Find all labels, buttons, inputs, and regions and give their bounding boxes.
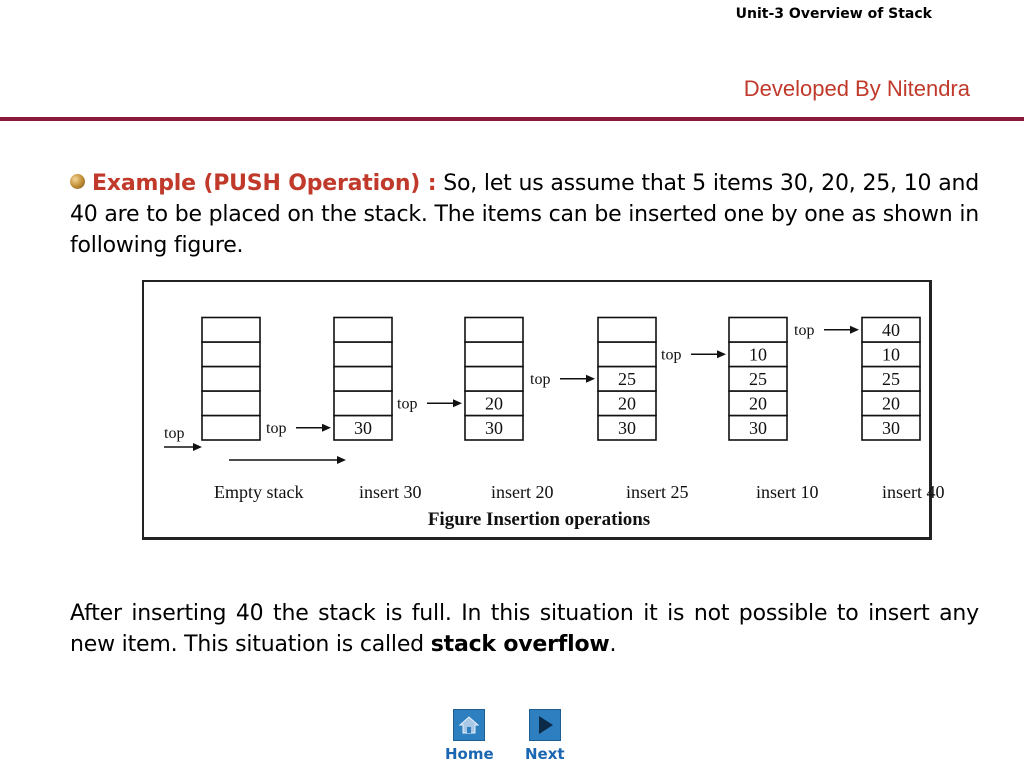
- stack-cell: [464, 390, 524, 417]
- stack-cell: [861, 316, 921, 343]
- stack-item-value: 10: [882, 345, 900, 365]
- overflow-paragraph: After inserting 40 the stack is full. In…: [70, 598, 979, 660]
- stack-item-value: 20: [882, 394, 900, 414]
- stack-item-value: 25: [618, 369, 636, 389]
- stack-item-value: 30: [749, 418, 767, 438]
- top-arrow-head: [453, 399, 462, 408]
- stack-item-value: 20: [618, 394, 636, 414]
- example-paragraph: Example (PUSH Operation) : So, let us as…: [70, 168, 979, 261]
- next-nav[interactable]: Next: [525, 709, 565, 763]
- top-arrow-head: [322, 423, 331, 432]
- overflow-body: After inserting 40 the stack is full. In…: [70, 601, 979, 657]
- stack-item-value: 25: [882, 369, 900, 389]
- bullet-icon: [70, 174, 85, 189]
- stack-cell: [728, 341, 788, 368]
- stack-item-value: 25: [749, 369, 767, 389]
- insertion-figure: Empty stack top 30 insert 30 top 30 20 insert 2…: [142, 280, 945, 540]
- top-label: top: [397, 395, 417, 412]
- slide-unit-title: Unit-3 Overview of Stack: [735, 6, 932, 22]
- stack-diagram: Empty stack top 30 insert 30 top 30 20 insert 2…: [164, 316, 945, 530]
- top-arrow-head: [193, 443, 202, 451]
- stack-item-value: 10: [749, 345, 767, 365]
- top-arrow-head: [850, 325, 859, 334]
- stack-label: insert 25: [626, 482, 689, 502]
- home-icon[interactable]: [453, 709, 486, 741]
- stack-cell: [333, 365, 393, 392]
- stack-item-value: 30: [485, 418, 503, 438]
- stack-item-value: 30: [882, 418, 900, 438]
- stack-cell: [464, 414, 524, 441]
- stack-item-value: 20: [485, 394, 503, 414]
- top-label: top: [661, 346, 681, 363]
- stack-cell: [464, 316, 524, 343]
- stack-cell: [597, 365, 657, 392]
- stack-item-value: 30: [354, 418, 372, 438]
- stack-label: insert 10: [756, 482, 819, 502]
- stack-cell: [728, 316, 788, 343]
- stack-cell: [597, 390, 657, 417]
- author-credit: Developed By Nitendra: [743, 76, 970, 101]
- stack-cell: [728, 365, 788, 392]
- overflow-term: stack overflow: [430, 632, 610, 657]
- stack-label: insert 20: [491, 482, 554, 502]
- stack-cell: [861, 365, 921, 392]
- home-nav[interactable]: Home: [445, 709, 494, 763]
- stack-cell: [333, 341, 393, 368]
- top-arrow-head: [717, 350, 726, 359]
- stack-cell: [597, 316, 657, 343]
- transition-arrow-head: [337, 456, 346, 464]
- stack-label: insert 30: [359, 482, 422, 502]
- stack-cell: [861, 341, 921, 368]
- stack-cell: [201, 414, 261, 441]
- stack-label: insert 40: [882, 482, 945, 502]
- stack-label: Empty stack: [214, 482, 303, 502]
- stack-item-value: 40: [882, 320, 900, 340]
- stack-cell: [728, 390, 788, 417]
- top-arrow-head: [586, 374, 595, 383]
- stack-item-value: 20: [749, 394, 767, 414]
- top-label: top: [164, 425, 184, 442]
- example-body: So, let us assume that 5 items 30, 20, 2…: [70, 171, 980, 258]
- top-label: top: [794, 322, 814, 339]
- play-arrow-icon[interactable]: [528, 709, 561, 741]
- stack-cell: [201, 390, 261, 417]
- stack-cell: [333, 316, 393, 343]
- stack-cell: [201, 316, 261, 343]
- figure-caption: Figure Insertion operations: [428, 509, 650, 530]
- stack-cell: [728, 414, 788, 441]
- home-link[interactable]: Home: [445, 745, 494, 763]
- top-label: top: [266, 420, 286, 437]
- example-heading: Example (PUSH Operation) :: [92, 171, 437, 196]
- stack-item-value: 30: [618, 418, 636, 438]
- stack-cell: [201, 365, 261, 392]
- stack-cell: [464, 365, 524, 392]
- header-divider: [0, 117, 1024, 121]
- stack-cell: [333, 390, 393, 417]
- next-link[interactable]: Next: [525, 745, 565, 763]
- top-label: top: [530, 371, 550, 388]
- stack-cell: [201, 341, 261, 368]
- stack-cell: [597, 341, 657, 368]
- overflow-end: .: [609, 632, 617, 657]
- stack-cell: [464, 341, 524, 368]
